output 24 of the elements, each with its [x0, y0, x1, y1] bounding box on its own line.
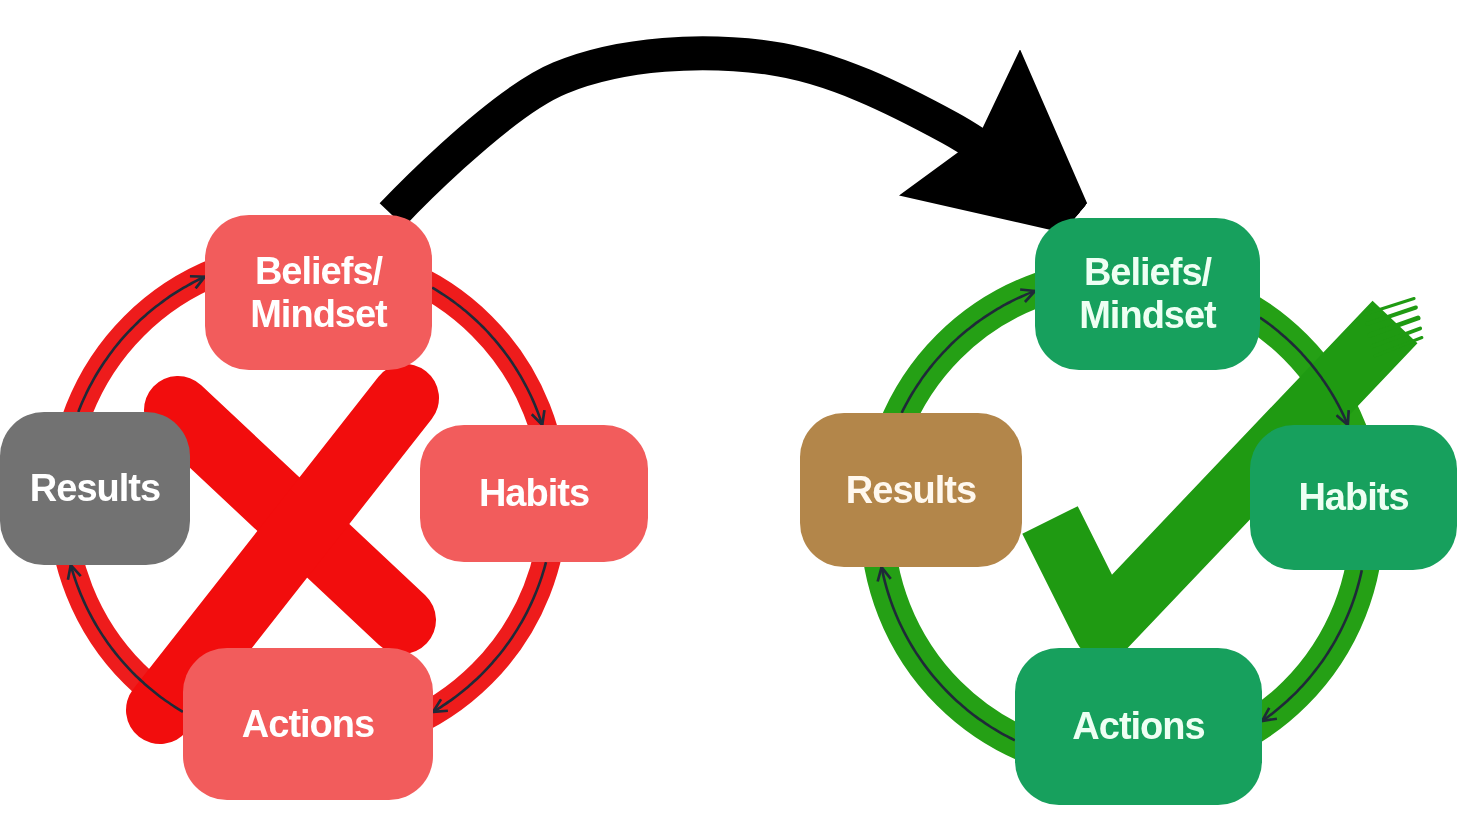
step-label: Habits: [1298, 476, 1409, 519]
step-label: Actions: [241, 702, 375, 746]
step-label: Actions: [1072, 705, 1205, 748]
cycle-arrow: [876, 565, 1016, 742]
step-box: [0, 412, 190, 565]
cycle-arrow: [431, 561, 548, 714]
step-label: Results: [29, 467, 161, 510]
step-label: Results: [845, 468, 977, 512]
step-box: [205, 215, 432, 370]
step-box: [800, 413, 1022, 567]
step-label: Beliefs/ Mindset: [1078, 251, 1218, 337]
step-box: [1015, 648, 1262, 805]
step-label: Beliefs/ Mindset: [249, 249, 389, 336]
cycle-arrow: [66, 563, 184, 713]
cycle-arrow: [900, 288, 1037, 414]
cycle-arrow: [1259, 316, 1351, 427]
step-box: [1250, 425, 1457, 570]
step-box: [1035, 218, 1260, 370]
step-box: [183, 648, 433, 800]
cycle-arrow: [1260, 569, 1364, 723]
cycle-arrow: [77, 274, 207, 413]
cycle-arrow: [431, 286, 546, 427]
step-box: [420, 425, 648, 562]
step-label: Habits: [478, 472, 590, 515]
